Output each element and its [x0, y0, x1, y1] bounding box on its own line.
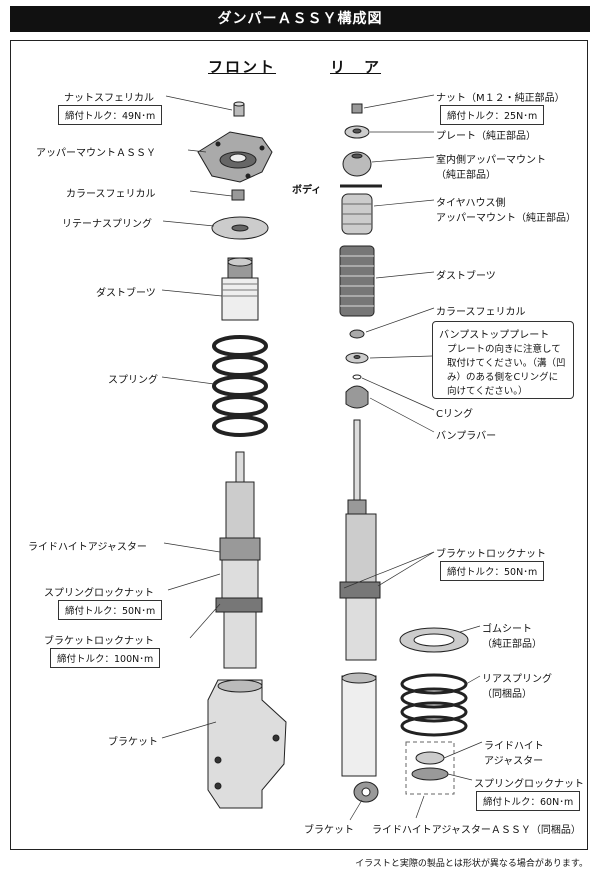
front-bracket-lock-torque-box: 締付トルク：100N･m	[50, 648, 161, 668]
diagram-frame	[10, 40, 588, 850]
rear-bump-stop-note: バンプストッププレート プレートの向きに注意して取付けてください。（溝（凹み）の…	[432, 321, 574, 399]
rear-spring-lock-label: スプリングロックナット	[474, 779, 584, 790]
front-dust-boots-label: ダストブーツ	[96, 288, 156, 299]
rear-bump-stop-title: バンプストッププレート	[439, 330, 550, 341]
rear-nut-label: ナット（M１２・純正部品）	[436, 93, 565, 104]
rear-inner-mount-label-2: （純正部品）	[436, 170, 496, 181]
rear-ride-height-assy-part	[405, 741, 455, 795]
leader-lines	[161, 94, 483, 821]
rear-dust-boots-label: ダストブーツ	[436, 271, 496, 282]
front-retainer-part	[211, 216, 269, 240]
rear-plate-part	[344, 125, 370, 139]
rear-bracket-lock-label: ブラケットロックナット	[436, 549, 546, 560]
footer-note: イラストと実際の製品とは形状が異なる場合があります。	[355, 859, 588, 869]
rear-ride-height-assy-label: ライドハイトアジャスターＡＳＳＹ（同梱品）	[372, 825, 581, 836]
front-spring-label: スプリング	[108, 375, 158, 386]
rear-tire-house-mount-part	[341, 193, 373, 235]
rear-tire-house-label-1: タイヤハウス側	[436, 198, 506, 209]
rear-spring-label-2: （同梱品）	[482, 689, 532, 700]
rear-nut-torque-box: 締付トルク：25N･m	[440, 105, 545, 125]
rear-rubber-sheet-label-2: （純正部品）	[482, 639, 542, 650]
front-bracket-lock-label: ブラケットロックナット	[44, 636, 154, 647]
rear-c-ring-label: Cリング	[436, 409, 473, 420]
rear-damper-part	[339, 419, 381, 661]
front-upper-mount-label: アッパーマウントＡＳＳＹ	[36, 148, 156, 159]
front-damper-part	[215, 451, 263, 669]
front-retainer-label: リテーナスプリング	[62, 219, 152, 230]
front-spring-lock-torque-box: 締付トルク：50N･m	[58, 600, 163, 620]
rear-bracket-label: ブラケット	[304, 825, 354, 836]
rear-collar-label: カラースフェリカル	[436, 307, 526, 318]
front-ride-height-label: ライドハイトアジャスター	[28, 542, 147, 553]
page-title: ダンパーＡＳＳＹ構成図	[217, 11, 383, 27]
rear-nut-part	[351, 103, 363, 114]
rear-ride-height-label-2: アジャスター	[484, 756, 544, 767]
rear-rubber-sheet-part	[399, 627, 469, 653]
title-bar: ダンパーＡＳＳＹ構成図	[10, 6, 590, 32]
front-upper-mount-part	[197, 131, 273, 183]
rear-bracket-part	[341, 672, 379, 803]
rear-inner-mount-label-1: 室内側アッパーマウント	[436, 155, 546, 166]
front-collar-label: カラースフェリカル	[66, 189, 156, 200]
rear-rubber-sheet-label-1: ゴムシート	[482, 624, 532, 635]
front-spring-lock-label: スプリングロックナット	[44, 588, 154, 599]
rear-dust-boot-part	[339, 245, 375, 317]
front-nut-spherical-label: ナットスフェリカル	[64, 93, 154, 104]
rear-spring-part	[400, 673, 468, 737]
rear-spring-lock-torque-box: 締付トルク：60N･m	[476, 791, 581, 811]
body-label: ボディ	[292, 185, 322, 196]
rear-plate-label: プレート（純正部品）	[436, 131, 536, 142]
front-spring-part	[212, 335, 268, 437]
rear-bump-rubber-label: バンプラバー	[436, 431, 497, 442]
front-bracket-part	[207, 679, 287, 809]
rear-inner-mount-part	[342, 151, 372, 177]
rear-header: リ ア	[330, 58, 382, 76]
front-nut-spherical-part	[233, 101, 245, 117]
rear-collar-part	[349, 329, 365, 339]
rear-ride-height-label-1: ライドハイト	[484, 741, 544, 752]
front-collar-part	[231, 189, 245, 201]
front-bracket-label: ブラケット	[108, 737, 158, 748]
rear-bump-rubber-part	[345, 385, 369, 409]
front-dust-boot-part	[221, 257, 259, 321]
rear-c-ring-part	[352, 374, 362, 380]
rear-bracket-lock-torque-box: 締付トルク：50N･m	[440, 561, 545, 581]
front-nut-torque-box: 締付トルク：49N･m	[58, 105, 163, 125]
rear-tire-house-label-2: アッパーマウント（純正部品）	[436, 213, 576, 224]
rear-bump-stop-plate-part	[345, 352, 369, 364]
rear-spring-label-1: リアスプリング	[482, 674, 552, 685]
rear-bump-stop-text: プレートの向きに注意して取付けてください。（溝（凹み）のある側をCリングに向けて…	[447, 344, 566, 397]
front-header: フロント	[208, 58, 277, 76]
